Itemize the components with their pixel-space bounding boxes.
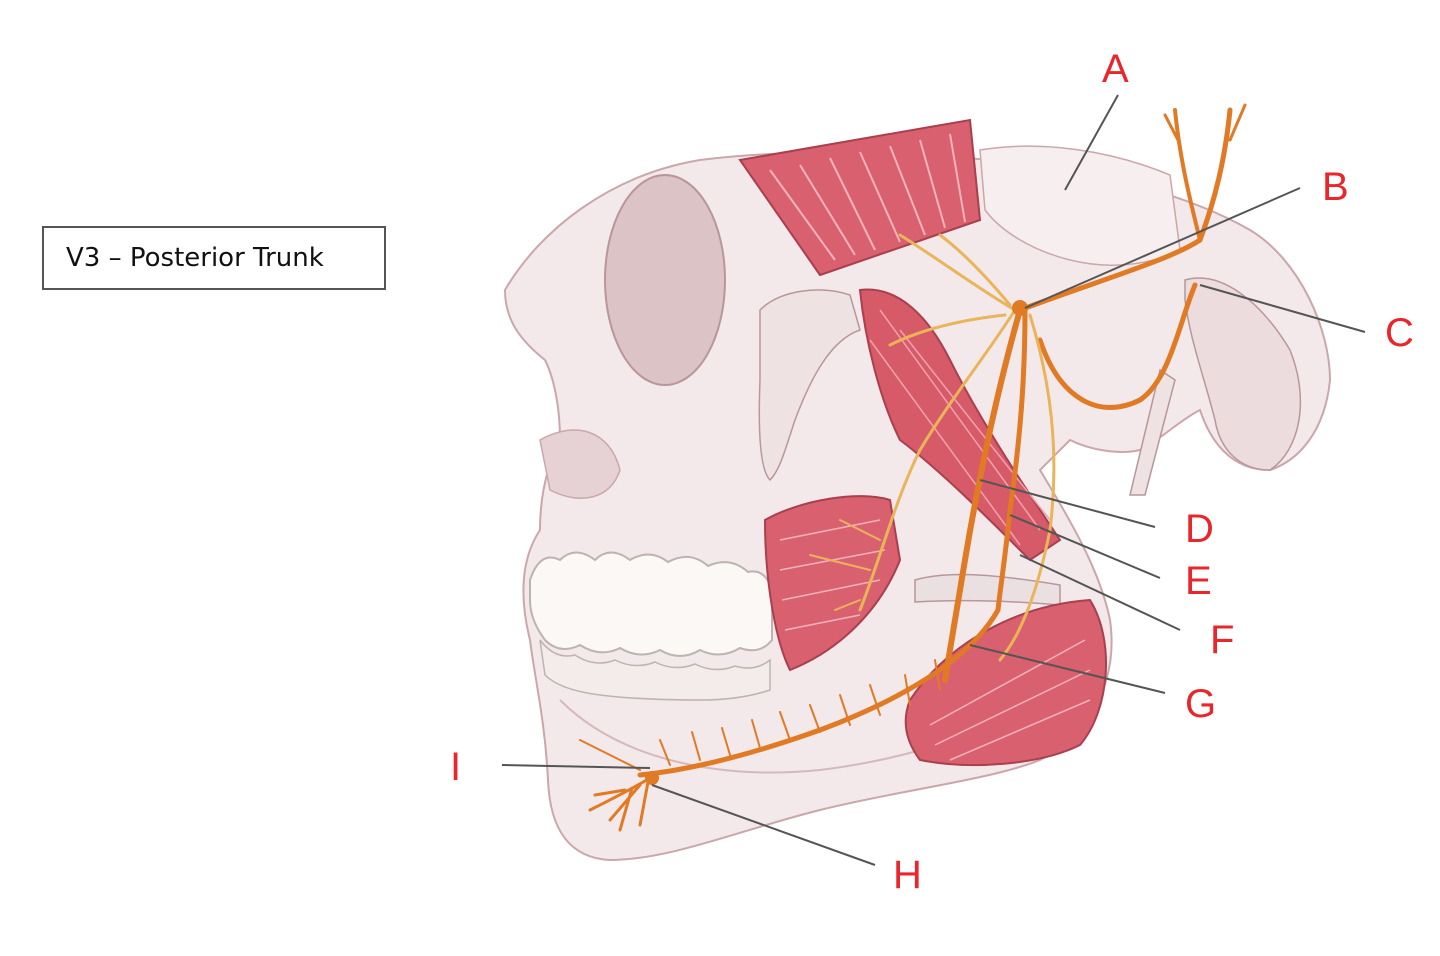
leader-i <box>501 764 651 769</box>
label-d: D <box>1185 507 1214 551</box>
leader-d <box>979 479 1156 528</box>
muscles <box>738 118 1107 766</box>
label-a: A <box>1102 47 1129 91</box>
label-h: H <box>893 853 922 897</box>
leader-a <box>1064 94 1119 191</box>
label-i: I <box>450 745 461 789</box>
masseter-muscle <box>904 598 1107 766</box>
diagram-labels: A B C D E F G H I <box>450 47 1414 897</box>
leader-c <box>1199 284 1366 333</box>
label-f: F <box>1210 618 1234 662</box>
label-e: E <box>1185 559 1212 603</box>
leader-f <box>1019 554 1181 631</box>
label-b: B <box>1322 165 1349 209</box>
label-g: G <box>1185 682 1216 726</box>
orbit <box>604 174 726 386</box>
leader-lines <box>501 94 1366 866</box>
diagram-title: V3 – Posterior Trunk <box>66 243 324 273</box>
nerves <box>579 103 1247 832</box>
leader-h <box>651 784 876 866</box>
leader-g <box>969 644 1166 694</box>
teeth <box>529 551 773 701</box>
title-box: V3 – Posterior Trunk <box>42 226 386 290</box>
leader-e <box>1009 514 1161 579</box>
temporalis-muscle <box>738 118 982 277</box>
leader-b <box>1024 187 1301 309</box>
label-c: C <box>1385 311 1414 355</box>
